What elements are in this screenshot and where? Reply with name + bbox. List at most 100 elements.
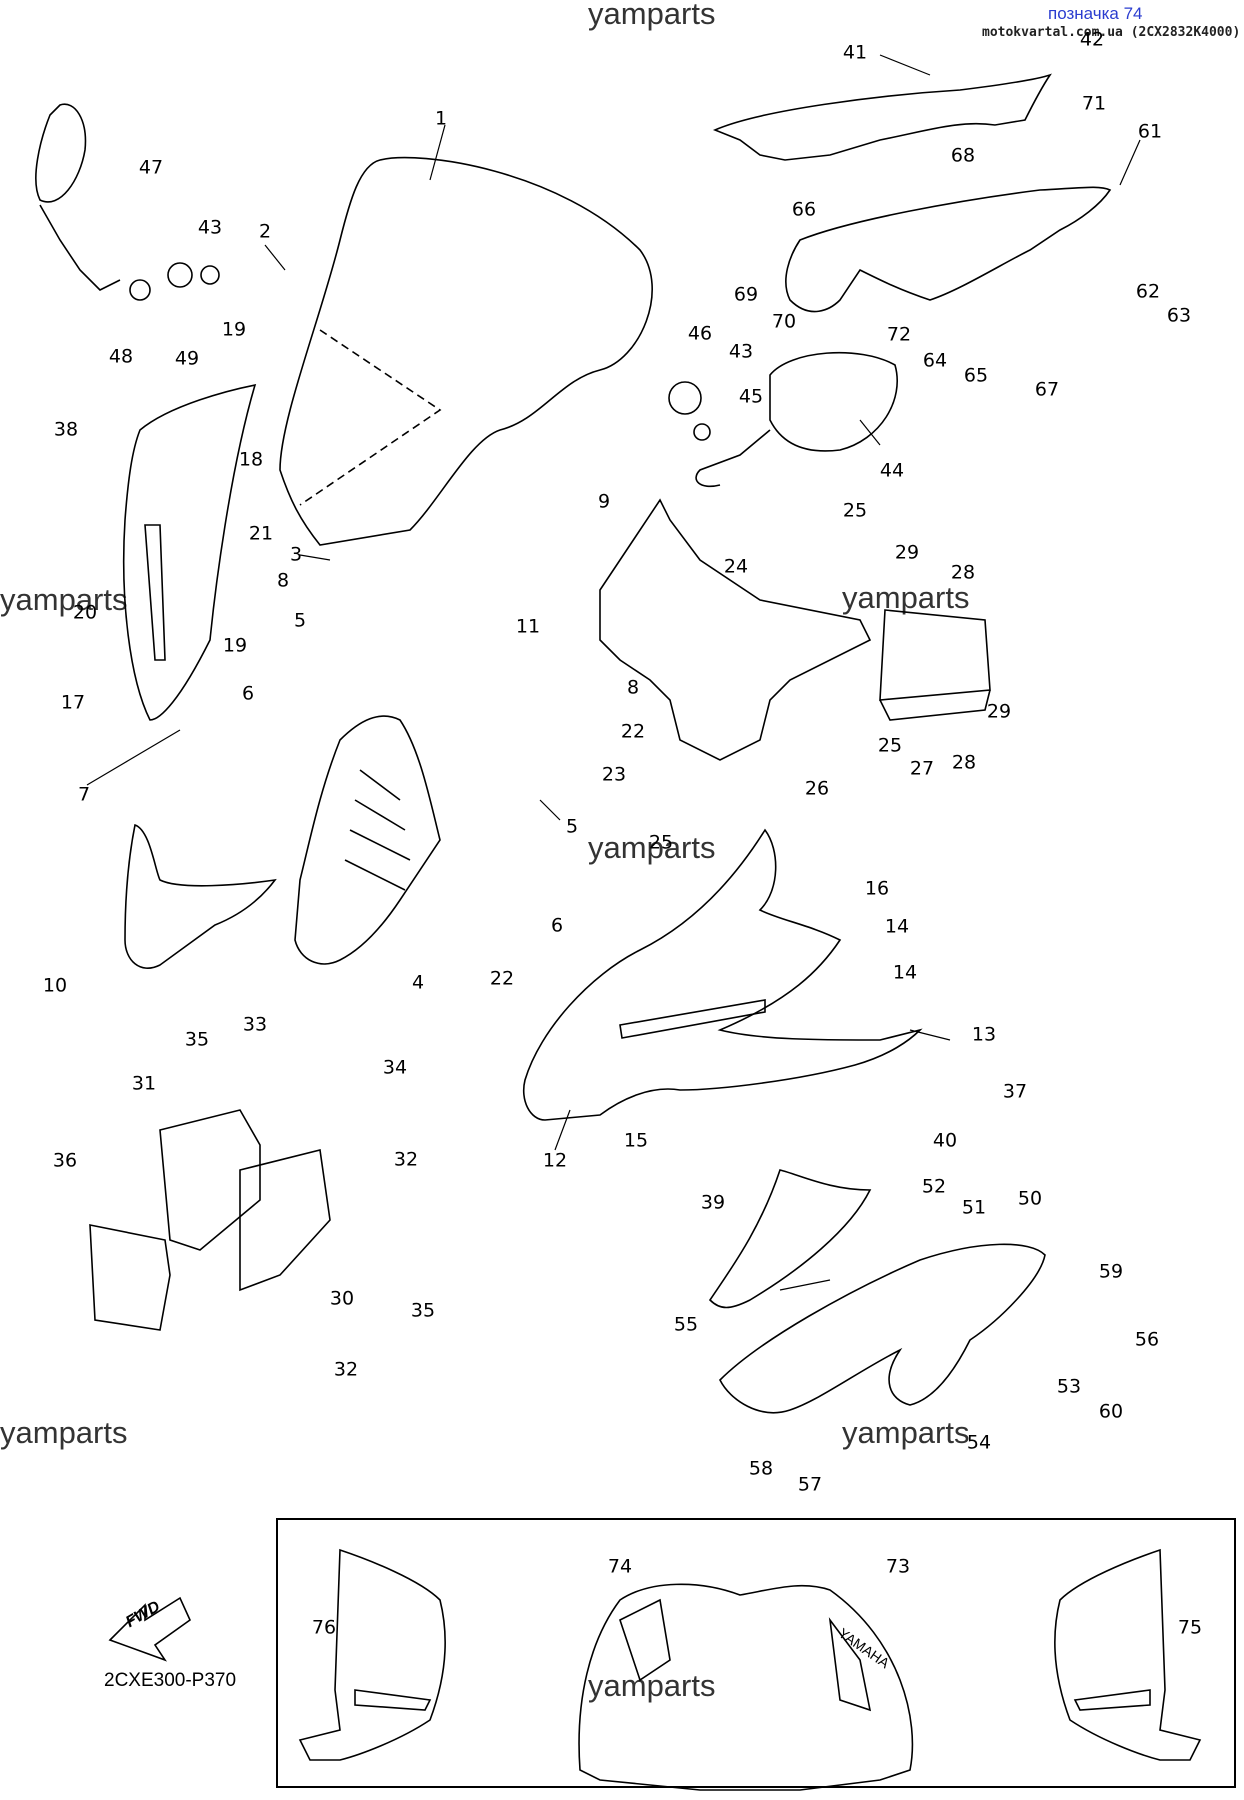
callout-39: 39 (700, 1191, 726, 1214)
right-mirror (769, 351, 898, 452)
callout-29b: 29 (986, 700, 1012, 723)
callout-33: 33 (242, 1013, 268, 1036)
callout-47: 47 (138, 156, 164, 179)
callout-53: 53 (1056, 1375, 1082, 1398)
side-cowl-upper (785, 186, 1112, 313)
callout-73: 73 (885, 1555, 911, 1578)
callout-23: 23 (601, 763, 627, 786)
callout-43b: 43 (728, 340, 754, 363)
callout-68: 68 (950, 144, 976, 167)
callout-61: 61 (1137, 120, 1163, 143)
callout-60: 60 (1098, 1400, 1124, 1423)
watermark-left: yamparts (0, 582, 128, 617)
callout-71: 71 (1081, 92, 1107, 115)
callout-25c: 25 (648, 831, 674, 854)
callout-52: 52 (921, 1175, 947, 1198)
windscreen-part (279, 156, 653, 546)
callout-45: 45 (738, 385, 764, 408)
decal-inset-frame (276, 1518, 1236, 1788)
callout-2: 2 (258, 220, 272, 243)
callout-41: 41 (842, 41, 868, 64)
callout-6a: 6 (241, 682, 255, 705)
callout-4: 4 (411, 971, 425, 994)
callout-64: 64 (922, 349, 948, 372)
callout-8b: 8 (626, 676, 640, 699)
callout-46: 46 (687, 322, 713, 345)
callout-66: 66 (791, 198, 817, 221)
callout-55: 55 (673, 1313, 699, 1336)
callout-67: 67 (1034, 378, 1060, 401)
callout-30: 30 (329, 1287, 355, 1310)
callout-24: 24 (723, 555, 749, 578)
left-mirror (35, 103, 87, 203)
callout-57: 57 (797, 1473, 823, 1496)
callout-35a: 35 (184, 1028, 210, 1051)
callout-36: 36 (52, 1149, 78, 1172)
callout-32a: 32 (393, 1148, 419, 1171)
callout-50: 50 (1017, 1187, 1043, 1210)
diagram-code: 2CXE300-P370 (104, 1670, 237, 1691)
callout-40: 40 (932, 1129, 958, 1152)
watermark-bottom-left: yamparts (0, 1415, 128, 1450)
lower-side-cowl (719, 1243, 1046, 1414)
callout-59: 59 (1098, 1260, 1124, 1283)
callout-18: 18 (238, 448, 264, 471)
callout-49: 49 (174, 347, 200, 370)
callout-35b: 35 (410, 1299, 436, 1322)
callout-5b: 5 (565, 815, 579, 838)
callout-17: 17 (60, 691, 86, 714)
callout-58: 58 (748, 1457, 774, 1480)
callout-28a: 28 (950, 561, 976, 584)
air-duct (879, 609, 991, 701)
top-cover (712, 73, 1052, 161)
callout-48: 48 (108, 345, 134, 368)
callout-70: 70 (771, 310, 797, 333)
inset-left-fairing (298, 1548, 446, 1761)
callout-74: 74 (607, 1555, 633, 1578)
reference-link[interactable]: позначка 74 (1048, 4, 1143, 23)
callout-22b: 22 (489, 967, 515, 990)
callout-62: 62 (1135, 280, 1161, 303)
grille-frame (89, 1224, 171, 1331)
watermark-top: yamparts (588, 0, 716, 31)
callout-34: 34 (382, 1056, 408, 1079)
callout-8a: 8 (276, 569, 290, 592)
callout-3: 3 (289, 543, 303, 566)
callout-76: 76 (311, 1616, 337, 1639)
callout-9: 9 (597, 490, 611, 513)
main-side-fairing (523, 828, 923, 1121)
callout-69: 69 (733, 283, 759, 306)
callout-20: 20 (72, 601, 98, 624)
callout-25b: 25 (877, 734, 903, 757)
callout-19b: 19 (222, 634, 248, 657)
lower-cover (708, 1169, 872, 1309)
callout-11: 11 (515, 615, 541, 638)
callout-15: 15 (623, 1129, 649, 1152)
watermark-right: yamparts (842, 580, 970, 615)
callout-37: 37 (1002, 1080, 1028, 1103)
callout-75: 75 (1177, 1616, 1203, 1639)
site-caption: motokvartal.com.ua (2CX2832K4000) (982, 25, 1241, 40)
inner-cowling (294, 715, 441, 965)
callout-31: 31 (131, 1072, 157, 1095)
callout-22a: 22 (620, 720, 646, 743)
callout-10: 10 (42, 974, 68, 997)
callout-26: 26 (804, 777, 830, 800)
callout-25a: 25 (842, 499, 868, 522)
stay-bracket (599, 498, 872, 761)
watermark-center: yamparts (588, 830, 716, 865)
callout-27: 27 (909, 757, 935, 780)
fwd-arrow-outline (108, 1596, 192, 1662)
callout-44: 44 (879, 459, 905, 482)
lower-duct (159, 1109, 261, 1251)
callout-16: 16 (864, 877, 890, 900)
callout-63: 63 (1166, 304, 1192, 327)
callout-72: 72 (886, 323, 912, 346)
inset-front-fairing (578, 1583, 914, 1791)
callout-65: 65 (963, 364, 989, 387)
callout-32b: 32 (333, 1358, 359, 1381)
inset-right-fairing (1054, 1548, 1202, 1761)
watermark-bottom-right: yamparts (842, 1415, 970, 1450)
callout-43a: 43 (197, 216, 223, 239)
